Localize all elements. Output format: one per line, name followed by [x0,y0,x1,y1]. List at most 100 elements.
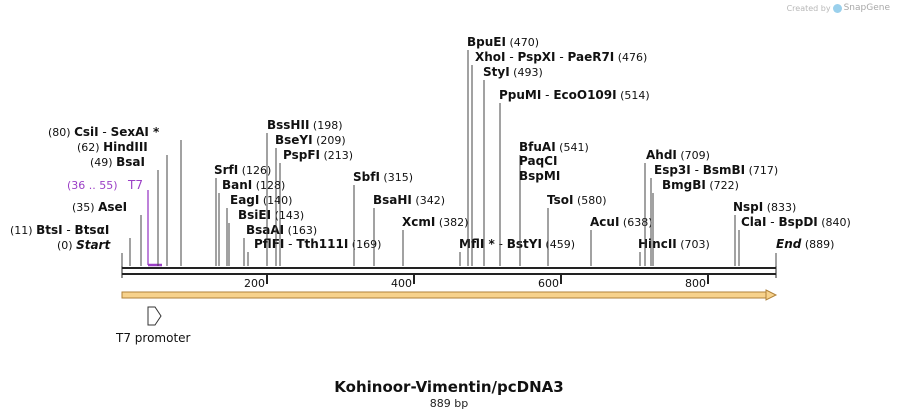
t7-primer-site[interactable]: (36 .. 55) T7 [67,178,162,267]
enzyme-name: BsaHI [373,193,412,207]
enzyme-label: BssHII (198) [267,118,342,132]
enzyme-name: HincII [638,237,677,251]
enzyme-name: BstYI [507,237,542,251]
enzyme-site[interactable]: AhdI (709) [644,148,710,266]
enzyme-name: TsoI [547,193,573,207]
enzyme-site[interactable]: BseYI (209) [275,133,346,266]
enzyme-position: (382) [435,216,468,229]
ruler: 200 400 600 800 [244,274,709,290]
snapgene-credit: Created by SnapGene [787,3,890,13]
enzyme-site[interactable]: BfuAI (541) [519,140,589,266]
enzyme-site[interactable]: HincII (703) [638,237,710,266]
enzyme-label: (49) BsaI [90,155,145,169]
enzyme-name: BtsI [36,223,63,237]
enzyme-position: (703) [677,238,710,251]
enzyme-site[interactable]: PaqCI [519,154,557,168]
enzyme-name: BseYI [275,133,313,147]
enzyme-label: (0) Start [57,238,111,252]
enzyme-separator: - [284,237,296,251]
enzyme-name: BtsαI [75,223,110,237]
enzyme-site[interactable]: AcuI (638) [590,215,653,266]
enzyme-label: BsaHI (342) [373,193,445,207]
enzyme-position: (35) [72,201,98,214]
enzyme-label: ClaI - BspDI (840) [741,215,851,229]
enzyme-label: BseYI (209) [275,133,346,147]
enzyme-site[interactable]: NspI (833) [733,200,796,266]
enzyme-name: BspDI [778,215,817,229]
enzyme-site[interactable]: (80) CsiI - SexAI * [48,125,182,266]
enzyme-name: BsiEI [238,208,271,222]
enzyme-site[interactable]: PflFI - Tth111I (169) [247,237,381,266]
t7-name-label: T7 [127,178,143,192]
enzyme-site[interactable]: (11) BtsI - BtsαI [10,223,131,266]
snapgene-logo-icon [832,3,842,13]
enzyme-name: AhdI [646,148,677,162]
enzyme-site[interactable]: (35) AseI [72,200,142,266]
enzyme-label: BmgBI (722) [662,178,739,192]
enzyme-position: (717) [745,164,778,177]
enzyme-site[interactable]: BspMI [519,169,560,183]
enzyme-name: BsaI [116,155,145,169]
enzyme-name: Start [76,238,111,252]
enzyme-name: SexAI * [111,125,160,139]
enzyme-position: (11) [10,224,36,237]
enzyme-site[interactable]: (62) HindIII [77,140,168,266]
enzyme-label: XhoI - PspXI - PaeR7I (476) [475,50,647,64]
enzyme-name: Tth111I [296,237,348,251]
enzyme-site[interactable]: XhoI - PspXI - PaeR7I (476) [471,50,647,266]
enzyme-site[interactable]: BsiEI (143) [228,208,304,266]
enzyme-position: (889) [801,238,834,251]
enzyme-name: BsaAI [246,223,284,237]
enzyme-site[interactable]: End (889) [775,237,834,266]
enzyme-site[interactable]: SbfI (315) [353,170,413,266]
enzyme-label: (62) HindIII [77,140,148,154]
enzyme-site[interactable]: ClaI - BspDI (840) [738,215,851,266]
enzyme-site[interactable]: MflI * - BstYI (459) [459,237,575,266]
enzyme-site[interactable]: Esp3I - BsmBI (717) [650,163,778,266]
enzyme-site[interactable]: PpuMI - EcoO109I (514) [499,88,650,266]
enzyme-label: BanI (128) [222,178,285,192]
enzyme-site[interactable]: BmgBI (722) [652,178,739,266]
enzyme-site[interactable]: PspFI (213) [279,148,353,266]
enzyme-name: EagI [230,193,259,207]
enzyme-name: PpuMI [499,88,541,102]
enzyme-name: PspXI [517,50,555,64]
enzyme-name: SbfI [353,170,380,184]
enzyme-name: XcmI [402,215,435,229]
t7-promoter-feature[interactable]: T7 promoter [115,306,191,345]
enzyme-separator: - [495,237,507,251]
enzyme-site[interactable]: SrfI (126) [214,163,271,266]
orf-feature-arrow[interactable] [121,289,778,301]
enzyme-name: BpuEI [467,35,506,49]
enzyme-position: (198) [309,119,342,132]
enzyme-site[interactable]: XcmI (382) [402,215,468,266]
enzyme-position: (0) [57,239,76,252]
enzyme-site[interactable]: BpuEI (470) [467,35,539,266]
enzyme-site[interactable]: BanI (128) [218,178,285,266]
enzyme-site[interactable]: (0) Start [57,238,123,266]
enzyme-name: BsmBI [703,163,745,177]
enzyme-site[interactable]: BssHII (198) [266,118,342,266]
enzyme-site[interactable]: TsoI (580) [547,193,607,266]
enzyme-label: BsaAI (163) [246,223,317,237]
t7-promoter-label: T7 promoter [115,331,191,345]
enzyme-position: (209) [313,134,346,147]
enzyme-position: (709) [677,149,710,162]
enzyme-separator: - [541,88,553,102]
enzyme-site[interactable]: StyI (493) [483,65,543,266]
enzyme-name: AcuI [590,215,619,229]
enzyme-position: (49) [90,156,116,169]
enzyme-name: BssHII [267,118,309,132]
enzyme-site[interactable]: BsaHI (342) [373,193,445,266]
enzyme-site[interactable]: (49) BsaI [90,155,159,266]
enzyme-label: PflFI - Tth111I (169) [254,237,381,251]
enzyme-separator: - [506,50,518,64]
enzyme-name: PspFI [283,148,320,162]
enzyme-label: Esp3I - BsmBI (717) [654,163,778,177]
enzyme-label: TsoI (580) [547,193,607,207]
enzyme-position: (342) [412,194,445,207]
enzyme-separator: - [766,215,778,229]
enzyme-site[interactable]: BsaAI (163) [243,223,317,266]
enzyme-label: StyI (493) [483,65,543,79]
